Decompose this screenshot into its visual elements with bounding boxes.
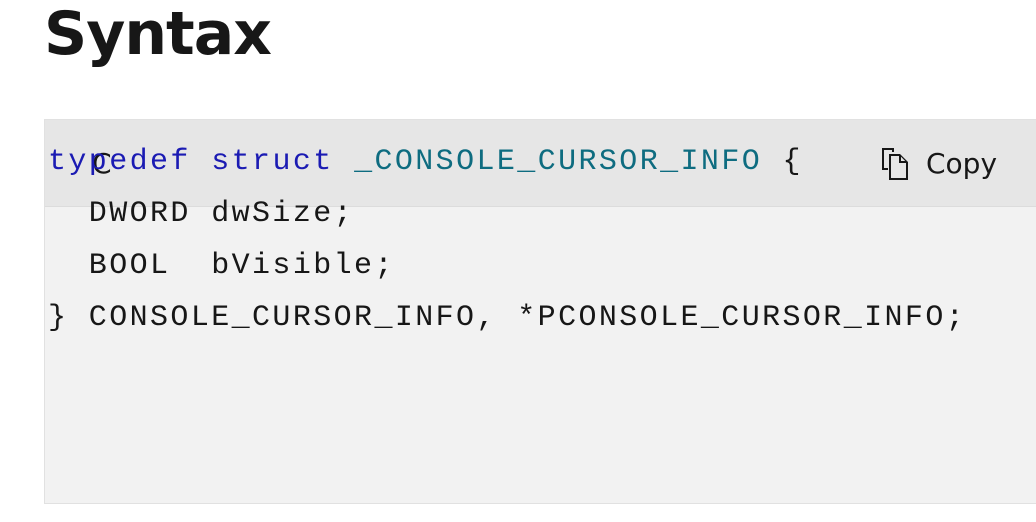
copy-icon [882, 148, 908, 180]
code-line-4: } CONSOLE_CURSOR_INFO, *PCONSOLE_CURSOR_… [48, 301, 967, 335]
keyword-struct: struct [211, 145, 334, 179]
copy-label: Copy [926, 147, 998, 180]
code-line-1: typedef struct _CONSOLE_CURSOR_INFO { [48, 145, 803, 179]
page-title: Syntax [44, 0, 272, 69]
keyword-typedef: typedef [48, 145, 191, 179]
code-line-2: DWORD dwSize; [48, 197, 355, 231]
copy-button[interactable]: Copy [878, 142, 997, 186]
struct-tag-name: _CONSOLE_CURSOR_INFO [354, 145, 763, 179]
code-line-3: BOOL bVisible; [48, 249, 395, 283]
code-block: C Copy [44, 119, 1036, 504]
code-content: typedef struct _CONSOLE_CURSOR_INFO { DW… [48, 136, 966, 344]
open-brace: { [782, 145, 803, 179]
code-language-label: C [92, 147, 112, 180]
code-header: C Copy [45, 120, 1036, 207]
